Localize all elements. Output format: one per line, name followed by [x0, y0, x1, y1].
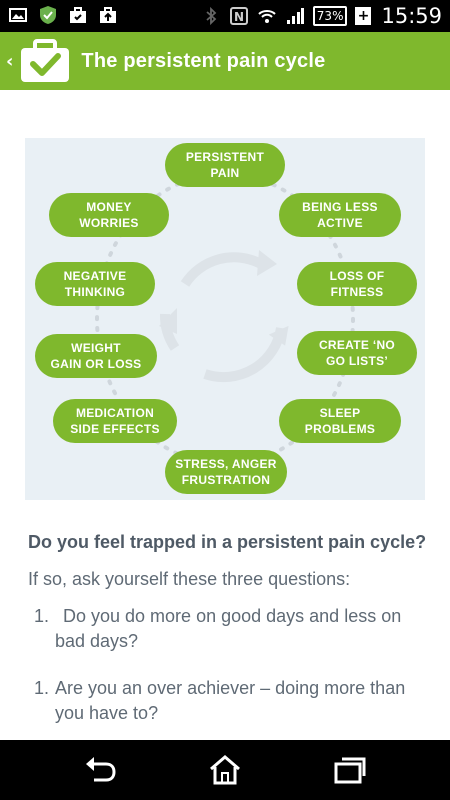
charging-plus-icon: +: [355, 7, 372, 25]
cycle-item-being-less-active: BEING LESS ACTIVE: [279, 193, 401, 237]
list-item: 1. Do you do more on good days and less …: [28, 604, 428, 654]
content-scroll-area[interactable]: PERSISTENT PAIN BEING LESS ACTIVE LOSS O…: [0, 90, 450, 740]
system-nav-bar: [0, 740, 450, 800]
back-chevron-icon[interactable]: ‹: [6, 50, 14, 72]
image-icon: [9, 8, 27, 22]
app-bar: ‹ The persistent pain cycle: [0, 32, 450, 90]
cycle-item-sleep-problems: SLEEP PROBLEMS: [279, 399, 401, 443]
signal-icon: [286, 8, 304, 24]
cycle-item-negative-thinking: NEGATIVE THINKING: [35, 262, 155, 306]
status-bar: N 73% + 15:59: [0, 0, 450, 32]
list-text: Do you do more on good days and less on …: [55, 606, 402, 651]
cycle-item-medication-side-effects: MEDICATION SIDE EFFECTS: [53, 399, 177, 443]
bluetooth-icon: [206, 6, 217, 26]
page-title: The persistent pain cycle: [81, 49, 326, 72]
recent-apps-icon[interactable]: [332, 754, 368, 786]
cycle-item-loss-of-fitness: LOSS OF FITNESS: [297, 262, 417, 306]
shield-check-icon: [40, 6, 56, 24]
battery-percent: 73%: [316, 9, 344, 23]
cycle-item-money-worries: MONEY WORRIES: [49, 193, 169, 237]
wifi-icon: [258, 10, 276, 23]
article: Do you feel trapped in a persistent pain…: [28, 530, 428, 726]
nfc-icon: N: [229, 7, 248, 25]
cycle-item-stress-anger: STRESS, ANGER FRUSTRATION: [165, 450, 287, 494]
cycle-arrows-icon: [159, 250, 289, 383]
list-text: Are you an over achiever – doing more th…: [55, 678, 406, 723]
svg-text:N: N: [234, 10, 244, 24]
briefcase-upload-icon: [100, 7, 116, 23]
list-item: 1. Are you an over achiever – doing more…: [28, 676, 428, 726]
back-icon[interactable]: [82, 754, 118, 786]
clock: 15:59: [381, 4, 442, 28]
cycle-item-weight-gain-loss: WEIGHT GAIN OR LOSS: [35, 334, 157, 378]
briefcase-icon: [70, 7, 86, 23]
list-number: 1.: [34, 606, 50, 626]
battery-icon: 73%: [312, 6, 348, 26]
cycle-item-no-go-lists: CREATE ‘NO GO LISTS’: [297, 331, 417, 375]
home-icon[interactable]: [207, 754, 243, 786]
question-heading: Do you feel trapped in a persistent pain…: [28, 532, 427, 552]
intro-text: If so, ask yourself these three question…: [28, 569, 351, 589]
cycle-item-persistent-pain: PERSISTENT PAIN: [165, 143, 285, 187]
briefcase-check-icon[interactable]: [19, 38, 71, 84]
pain-cycle-diagram: PERSISTENT PAIN BEING LESS ACTIVE LOSS O…: [25, 138, 425, 500]
cycle-dots: [95, 172, 355, 466]
list-number: 1.: [34, 678, 50, 698]
